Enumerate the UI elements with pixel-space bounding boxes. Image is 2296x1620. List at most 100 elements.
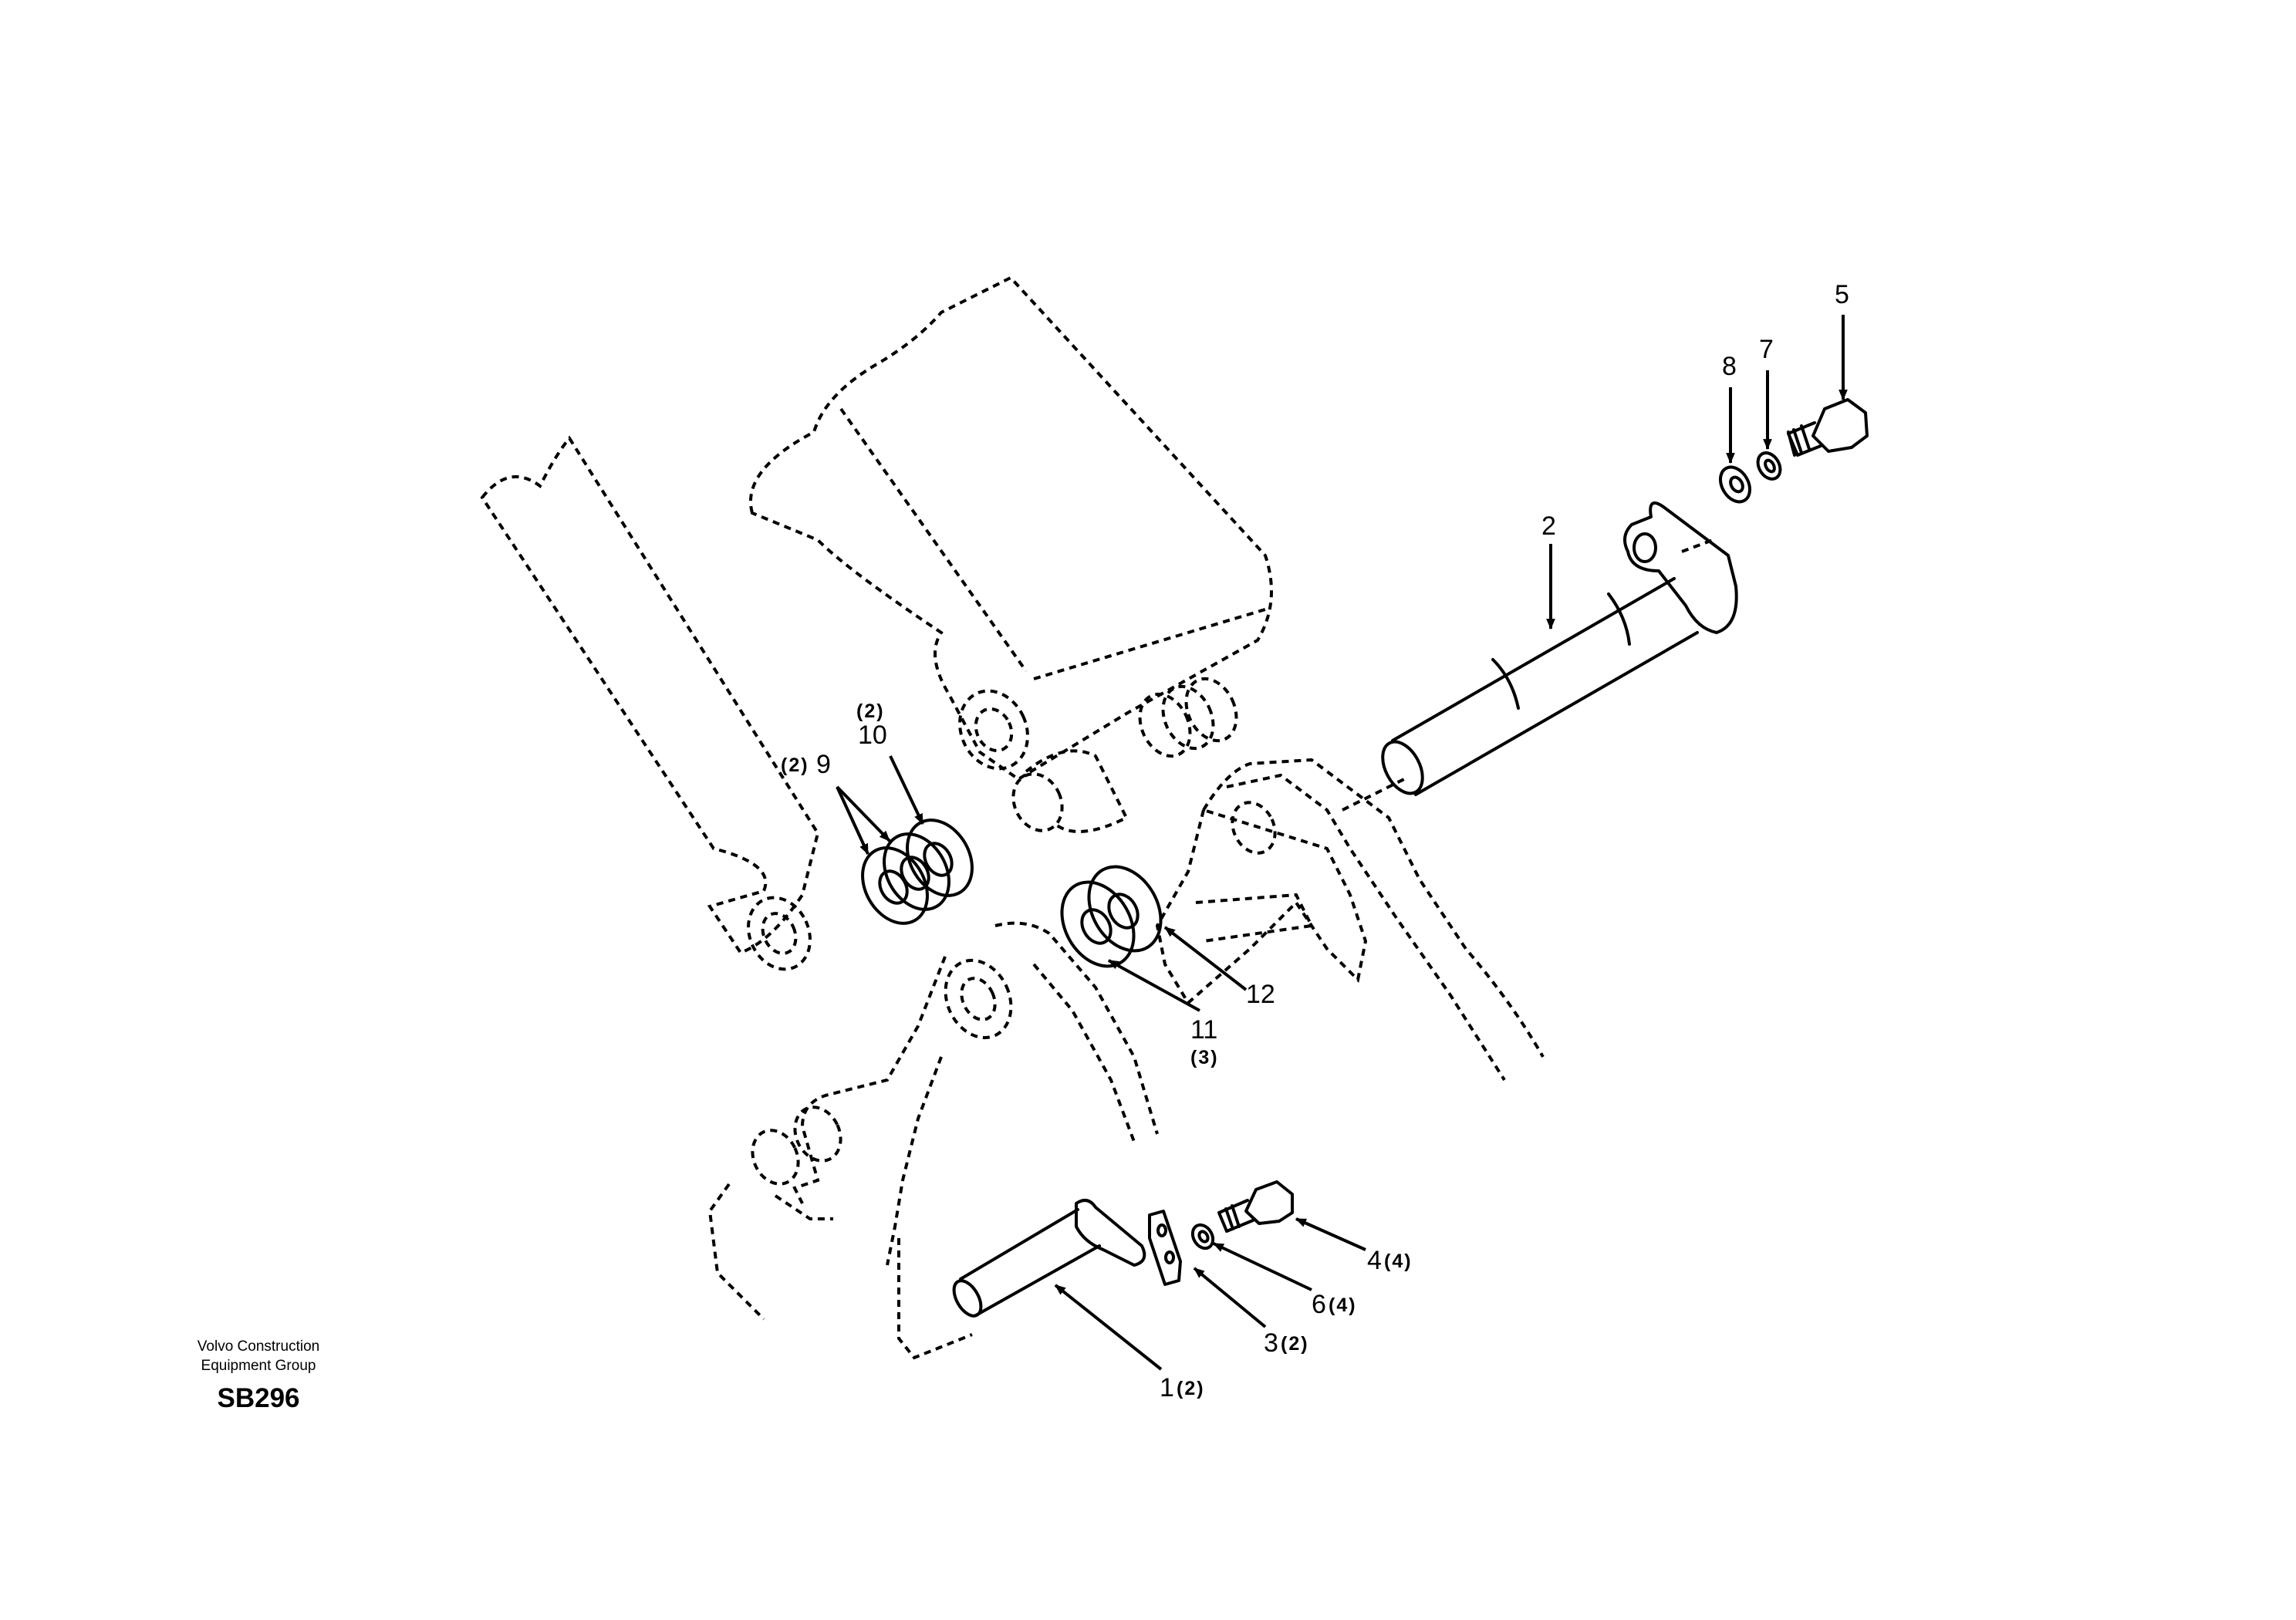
lock-washer-6-outer <box>1190 1223 1215 1250</box>
callout-6-qty: (4) <box>1329 1294 1357 1316</box>
plate-3-hole-bottom <box>1164 1250 1175 1264</box>
shim-10-hole <box>923 842 954 877</box>
leader-6 <box>1212 1242 1312 1291</box>
pin-2-shaft <box>1391 577 1699 796</box>
leader-10 <box>889 755 924 825</box>
callout-3-number: 3 <box>1264 1328 1278 1358</box>
right-linkage-plate <box>1155 808 1368 1006</box>
shim-11 <box>1060 880 1136 968</box>
part-7-lock-washer <box>1756 451 1782 481</box>
spacer-ring-c <box>1184 677 1238 743</box>
spacer-ring-b <box>1161 684 1215 751</box>
upper-box-lug <box>1025 749 1129 833</box>
brand-line-1: Volvo Construction <box>197 1338 320 1355</box>
part-11-12-shims <box>1060 865 1163 968</box>
part-5-bolt <box>1787 398 1869 457</box>
leader-9b <box>836 785 891 842</box>
callout-2-number: 2 <box>1541 511 1556 541</box>
part-6-lock-washer <box>1190 1223 1215 1250</box>
bolt-4-head <box>1244 1180 1294 1225</box>
leader-9a <box>836 786 869 856</box>
lower-link-boss <box>944 958 1013 1040</box>
callout-11-number: 11 <box>1190 1015 1217 1045</box>
callout-6-number: 6 <box>1312 1290 1326 1319</box>
plate-3-hole-top <box>1156 1223 1167 1237</box>
bottom-boss-a <box>751 1129 800 1186</box>
lower-link-boss-inner <box>960 977 997 1021</box>
bolt-4-threads <box>1224 1204 1241 1230</box>
part-9-10-shims <box>861 818 974 925</box>
pin-2-end <box>1381 740 1424 795</box>
callout-9-qty: (2) <box>781 754 809 776</box>
part-2-pin <box>1381 501 1738 796</box>
lock-washer-6-inner <box>1197 1230 1210 1244</box>
shim-12 <box>1087 865 1163 953</box>
callout-7-number: 7 <box>1759 335 1774 364</box>
bottom-boss-b <box>793 1105 842 1163</box>
leader-3 <box>1193 1267 1267 1328</box>
part-1-pin <box>952 1199 1146 1318</box>
shim-11-hole <box>1080 908 1113 945</box>
spacer-ring-a <box>1138 692 1192 758</box>
left-arm-boss-inner <box>761 912 798 955</box>
brand-block: Volvo Construction Equipment Group SB296 <box>154 1337 363 1414</box>
context-outline <box>480 275 1714 1360</box>
bolt-5-head <box>1811 398 1869 453</box>
leader-12 <box>1163 926 1248 991</box>
callout-5-number: 5 <box>1835 280 1849 309</box>
upper-box-boss <box>958 689 1029 771</box>
right-linkage-outline <box>1202 758 1545 1082</box>
pin-2-step <box>1491 592 1631 710</box>
callout-8-number: 8 <box>1722 352 1737 381</box>
shim-12-hole <box>1107 893 1140 930</box>
leader-1 <box>1054 1284 1163 1371</box>
washer-8-outer <box>1719 465 1751 504</box>
lock-washer-7-outer <box>1756 451 1782 481</box>
lower-link-outline <box>994 921 1159 1142</box>
callout-labels: 1 (2) 2 3 (2) 4 (4) 5 6 (4) 7 8 (2) 9 (2… <box>781 280 1849 1402</box>
right-linkage-strut <box>1195 893 1315 943</box>
shim-9-front <box>861 846 929 925</box>
shim-9-back <box>883 832 950 911</box>
upper-box-edge <box>839 407 1266 680</box>
parts-solid <box>861 398 1869 1318</box>
leader-4 <box>1295 1217 1366 1251</box>
brand-line-2: Equipment Group <box>201 1358 316 1374</box>
right-linkage-boss <box>1231 801 1277 855</box>
callout-10-number: 10 <box>858 721 887 750</box>
part-3-plate <box>1148 1210 1182 1286</box>
pin-1-shaft <box>959 1208 1101 1317</box>
callout-1-number: 1 <box>1160 1373 1174 1402</box>
callout-9-number: 9 <box>816 750 831 779</box>
washer-8-inner <box>1729 475 1744 494</box>
shim-9-back-hole <box>900 856 930 891</box>
pin-1-end <box>952 1279 983 1318</box>
pin-2-flange <box>1623 501 1738 634</box>
leader-11 <box>1107 959 1200 1012</box>
lock-washer-7-inner <box>1764 458 1776 474</box>
pin-2-flange-hole <box>1633 532 1657 563</box>
callout-1-qty: (2) <box>1177 1378 1205 1399</box>
drawing-code: SB296 <box>217 1383 300 1413</box>
callout-3-qty: (2) <box>1281 1333 1309 1355</box>
callout-4-qty: (4) <box>1384 1250 1413 1272</box>
bottom-frame <box>707 1183 973 1360</box>
callout-10-qty: (2) <box>856 700 885 722</box>
leader-lines <box>836 315 1848 1371</box>
part-4-bolt <box>1217 1180 1294 1233</box>
upper-box-outline <box>748 275 1273 781</box>
bolt5-axis-line <box>1681 538 1714 553</box>
plate-3-body <box>1148 1210 1182 1286</box>
callout-11-qty: (3) <box>1190 1047 1219 1068</box>
callout-12-number: 12 <box>1246 980 1275 1009</box>
part-8-washer <box>1719 465 1751 504</box>
upper-box-boss-inner <box>974 707 1014 753</box>
left-arm-boss <box>747 896 812 971</box>
callout-4-number: 4 <box>1367 1246 1382 1275</box>
pin-1-flange <box>1075 1199 1146 1267</box>
lower-link-left <box>792 956 947 1266</box>
bolt-5-threads <box>1787 424 1811 457</box>
upper-box-lower-boss <box>1011 772 1064 832</box>
left-arm-outline <box>480 435 820 955</box>
